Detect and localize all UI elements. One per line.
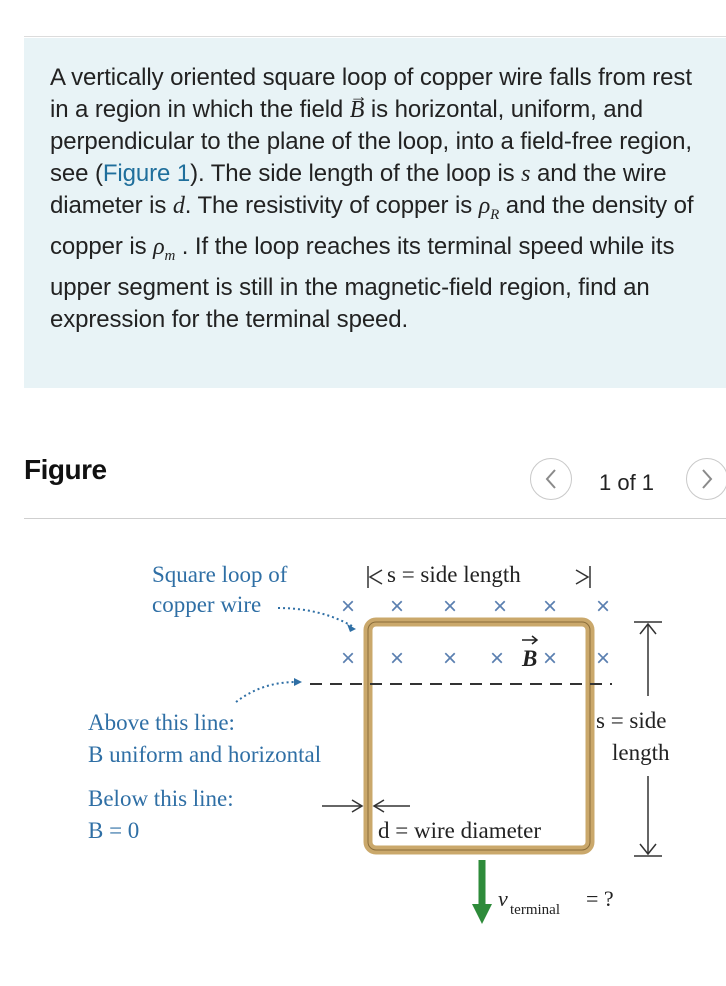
- side-dimension-label-line2: length: [612, 740, 670, 765]
- b-field-x-marks-row1: × × × × × ×: [341, 593, 610, 620]
- above-line-description: B uniform and horizontal: [88, 742, 321, 767]
- x-mark: ×: [493, 593, 507, 620]
- top-divider: [24, 36, 726, 37]
- x-mark: ×: [543, 645, 557, 672]
- chevron-right-icon: [702, 469, 713, 489]
- figure-title: Figure: [24, 454, 107, 485]
- chevron-left-icon: [545, 469, 556, 489]
- figure-divider: [24, 518, 726, 519]
- figure-1-link[interactable]: Figure 1: [102, 160, 191, 187]
- boundary-pointer-line: [235, 681, 297, 703]
- x-mark: ×: [490, 645, 504, 672]
- boundary-pointer-arrowhead: [294, 678, 302, 686]
- x-mark: ×: [390, 593, 404, 620]
- terminal-velocity-subscript: terminal: [510, 902, 560, 918]
- next-figure-button[interactable]: [686, 458, 726, 500]
- velocity-arrow-head-icon: [472, 904, 492, 924]
- diameter-right-arrowhead-icon: [372, 799, 385, 813]
- terminal-velocity-value: = ?: [586, 886, 614, 911]
- b-vector-label: B: [521, 646, 537, 671]
- b-field-x-marks-row2: × × × × × ×: [341, 645, 610, 672]
- copper-loop-outline: [367, 621, 591, 851]
- below-line-description: B = 0: [88, 818, 139, 843]
- x-mark: ×: [341, 645, 355, 672]
- figure-pager: 1 of 1: [599, 470, 655, 495]
- field-b-symbol: B: [350, 80, 365, 126]
- x-mark: ×: [443, 593, 457, 620]
- x-mark: ×: [390, 645, 404, 672]
- loop-label-line2: copper wire: [152, 592, 261, 617]
- figure-header: Figure 1 of 1: [24, 454, 726, 504]
- figure-diagram: Square loop of copper wire s = side leng…: [88, 562, 670, 924]
- wire-diameter-label: d = wire diameter: [378, 818, 541, 843]
- terminal-velocity-symbol: v: [498, 886, 508, 911]
- x-mark: ×: [596, 593, 610, 620]
- above-line-label: Above this line:: [88, 710, 235, 735]
- b-vector-arrow-icon: [522, 635, 539, 645]
- problem-text: A vertically oriented square loop of cop…: [50, 62, 714, 336]
- top-dim-left-arrow-icon: [368, 569, 383, 585]
- x-mark: ×: [443, 645, 457, 672]
- side-dim-up-arrow-icon: [639, 622, 657, 635]
- below-line-label: Below this line:: [88, 786, 234, 811]
- side-dim-down-arrow-icon: [639, 843, 657, 856]
- x-mark: ×: [543, 593, 557, 620]
- loop-label-line1: Square loop of: [152, 562, 288, 587]
- top-dim-right-arrow-icon: [575, 569, 590, 585]
- loop-pointer-line: [277, 607, 353, 627]
- previous-figure-button[interactable]: [530, 458, 572, 500]
- problem-statement-panel: A vertically oriented square loop of cop…: [24, 38, 726, 388]
- top-dimension-label: s = side length: [387, 562, 521, 587]
- x-mark: ×: [596, 645, 610, 672]
- loop-pointer-arrowhead: [347, 624, 356, 632]
- side-dimension-label-line1: s = side: [596, 708, 666, 733]
- x-mark: ×: [341, 593, 355, 620]
- diameter-left-arrowhead-icon: [351, 799, 364, 813]
